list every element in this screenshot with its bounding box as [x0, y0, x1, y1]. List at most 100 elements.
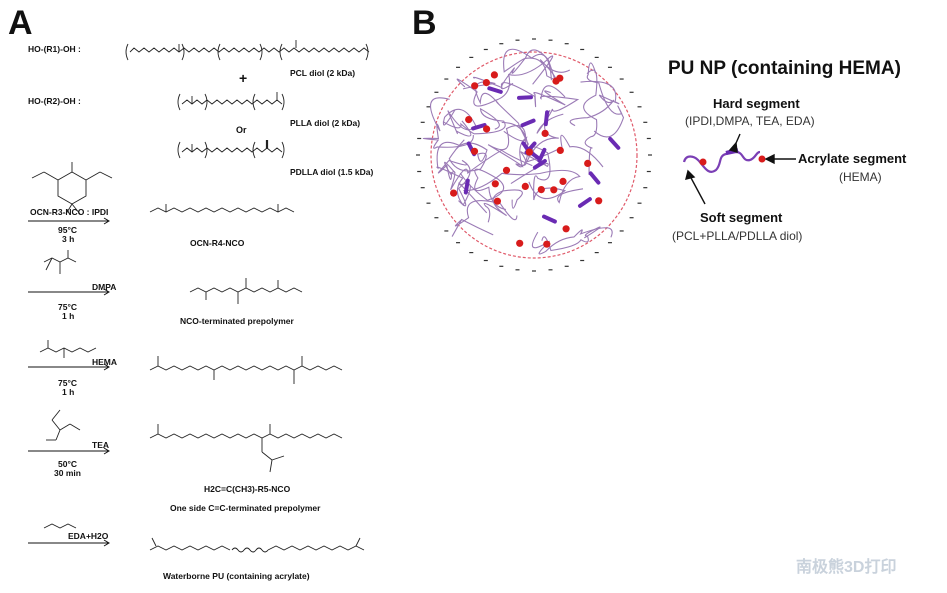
soft-segment-chain [473, 76, 566, 108]
step3-time: 1 h [62, 387, 75, 397]
product1-label: OCN-R4-NCO [190, 238, 245, 248]
hard-segment [543, 110, 550, 127]
soft-segment-components: (PCL+PLLA/PDLLA diol) [672, 229, 803, 243]
acrylate-dot [559, 177, 567, 185]
panel-a-letter: A [8, 4, 33, 42]
panel-b-letter: B [412, 4, 437, 42]
soft-segment-chains [422, 48, 625, 255]
diol1-label: HO-(R1)-OH : [28, 44, 81, 54]
acrylate-dot [491, 180, 499, 188]
legend-molecule [682, 148, 766, 173]
soft-segment-title: Soft segment [700, 210, 783, 225]
acrylate-segment-title: Acrylate segment [798, 151, 907, 166]
acrylate-dot [562, 225, 570, 233]
acrylate-dot [516, 239, 524, 247]
soft-segment-chain [586, 62, 625, 138]
acrylate-dots [450, 71, 603, 248]
soft-segment-chain [444, 149, 533, 191]
acrylate-dot [543, 240, 551, 248]
soft-segment-chain [448, 139, 488, 172]
reaction-arrows [28, 217, 110, 547]
product2-structure [189, 278, 303, 304]
nanoparticle-boundary [430, 51, 638, 259]
hard-segment [578, 197, 592, 208]
dmpa-label: DMPA [92, 282, 117, 292]
soft-segment-chain [442, 107, 506, 135]
dmpa-structure [43, 250, 77, 274]
hard-segment [588, 171, 601, 185]
soft-segment-chain [583, 69, 598, 176]
hard-segment [532, 159, 547, 170]
acrylate-dot [493, 197, 501, 205]
product1-structure [149, 204, 295, 213]
pcl-diol-label: PCL diol (2 kDa) [290, 68, 356, 78]
step1-temp: 95°C [58, 225, 77, 235]
tea-structure [46, 409, 81, 441]
acrylate-dot [483, 125, 491, 133]
soft-segment-chain [451, 200, 518, 237]
acrylate-dot [465, 116, 473, 124]
acrylate-dot [584, 159, 592, 167]
soft-segment-chain [462, 81, 530, 145]
acrylate-dot [537, 186, 545, 194]
soft-segment-chain [463, 169, 584, 204]
acrylate-dot [502, 166, 511, 174]
hard-segment [542, 214, 557, 224]
hard-segment [471, 123, 487, 131]
pdlla-diol-label: PDLLA diol (1.5 kDa) [290, 167, 374, 177]
surface-charges [416, 38, 652, 272]
plus-sign: + [239, 70, 248, 86]
step3-temp: 75°C [58, 378, 77, 388]
product2-label: NCO-terminated prepolymer [180, 316, 294, 326]
tea-label: TEA [92, 440, 109, 450]
soft-segment-chain [422, 97, 474, 149]
watermark: 南极熊3D打印 [796, 559, 897, 576]
soft-segment-chain [436, 141, 488, 214]
product5-label: Waterborne PU (containing acrylate) [163, 571, 310, 581]
acrylate-dot [450, 189, 458, 197]
acrylate-dot [541, 129, 549, 137]
acrylate-dot [550, 186, 558, 194]
product4-formula: H2C=C(CH3)-R5-NCO [204, 484, 291, 494]
pdlla-diol-structure [177, 140, 285, 159]
acrylate-dot [521, 182, 529, 190]
hard-segment-components: (IPDI,DMPA, TEA, EDA) [685, 114, 815, 128]
pcl-diol-structure [125, 40, 370, 61]
product5-structure [149, 537, 365, 553]
soft-segment-chain [541, 226, 601, 252]
ipdi-structure [31, 162, 113, 215]
product3-structure [149, 356, 343, 384]
acrylate-dot [490, 71, 498, 79]
acrylate-dot [595, 197, 603, 205]
hard-segment [520, 118, 536, 128]
step4-temp: 50°C [58, 459, 77, 469]
acrylate-dot [552, 77, 560, 85]
soft-segment-chain [524, 49, 571, 85]
ipdi-label: OCN-R3-NCO : IPDI [30, 207, 109, 217]
eda-structure [43, 523, 77, 529]
soft-segment-chain [456, 58, 557, 107]
soft-segment-chain [500, 48, 552, 90]
diol2-label: HO-(R2)-OH : [28, 96, 81, 106]
hard-segment [608, 136, 621, 150]
plla-diol-structure [177, 92, 285, 111]
soft-segment-chain [437, 159, 471, 207]
nanoparticle-title: PU NP (containing HEMA) [668, 58, 901, 79]
hard-segment [487, 86, 503, 94]
hard-segment-title: Hard segment [713, 96, 800, 111]
hard-segment [463, 178, 470, 195]
eda-label: EDA+H2O [68, 531, 109, 541]
acrylate-dot [471, 82, 479, 90]
soft-segment-chain [569, 80, 620, 127]
step4-time: 30 min [54, 468, 81, 478]
or-label: Or [236, 125, 247, 135]
hema-label: HEMA [92, 357, 118, 367]
acrylate-dot [482, 79, 490, 87]
soft-segment-chain [442, 108, 477, 137]
soft-segment-chain [536, 85, 580, 134]
acrylate-dot [556, 146, 564, 154]
product4-structure [149, 424, 343, 473]
step2-time: 1 h [62, 311, 75, 321]
